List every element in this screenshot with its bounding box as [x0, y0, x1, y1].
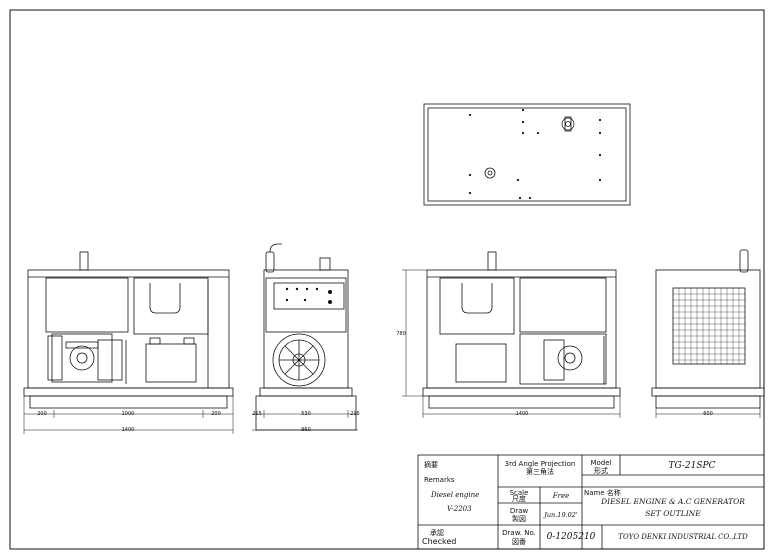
drawn-label-en: Draw — [509, 507, 529, 515]
name-line1: DIESEL ENGINE & A.C GENERATOR — [601, 497, 745, 506]
dim-side-left-2: 1000 — [121, 411, 135, 417]
model-label-jp: 形式 — [594, 467, 608, 475]
rear-view-dims — [655, 408, 761, 418]
dim-front-2: 530 — [301, 411, 311, 417]
dim-front-total: 960 — [301, 427, 311, 433]
side-view-right-dims — [402, 269, 621, 418]
side-view-left-dims — [23, 396, 234, 434]
remarks-en: Remarks — [424, 476, 455, 484]
remarks-jp: 摘要 — [424, 461, 438, 469]
name-line2: SET OUTLINE — [645, 509, 701, 518]
engine-model: V-2203 — [447, 505, 472, 513]
checked-label-en: Checked — [422, 537, 457, 546]
drawing-no-label-en: Draw. No. — [502, 529, 536, 537]
scale-value: Free — [552, 492, 570, 500]
model-value: TG-21SPC — [668, 461, 716, 471]
model-label-en: Model — [590, 459, 612, 467]
drawing-no-label-jp: 図番 — [512, 538, 526, 546]
projection-label-jp: 第三角法 — [526, 468, 554, 476]
dim-side-left-3: 200 — [211, 411, 221, 417]
dim-end-total: 600 — [703, 411, 713, 417]
radiator-grid — [673, 288, 745, 364]
top-view — [423, 103, 631, 206]
side-view-right — [422, 251, 621, 409]
front-view-dims — [252, 410, 358, 431]
dim-front-3: 215 — [350, 411, 360, 417]
name-label: Name 名称 — [584, 489, 621, 497]
checked-label-jp: 承認 — [430, 529, 444, 537]
title-block-lines — [417, 454, 765, 550]
dim-rear-total: 1400 — [515, 411, 529, 417]
dim-height: 780 — [396, 331, 406, 337]
drawn-date: Jun.19.02' — [544, 511, 578, 519]
side-view-left — [23, 251, 234, 409]
rear-view — [651, 249, 765, 409]
top-view-bolts — [468, 108, 602, 200]
projection-label-en: 3rd Angle Projection — [504, 460, 576, 468]
dim-side-left-1: 200 — [37, 411, 47, 417]
drawing-no: 0-1205210 — [546, 532, 596, 542]
drawn-label-jp: 製図 — [512, 515, 526, 523]
scale-label-jp: 尺度 — [512, 495, 526, 503]
engine-label: Diesel engine — [431, 491, 480, 499]
dim-front-1: 215 — [252, 411, 262, 417]
front-view — [255, 243, 357, 431]
dim-side-left-total: 1400 — [121, 427, 135, 433]
scale-label-en: Scale — [509, 489, 529, 497]
drawing-border — [9, 9, 765, 550]
company-name: TOYO DENKI INDUSTRIAL CO.,LTD — [618, 533, 748, 541]
front-view-panel-dots — [285, 287, 332, 304]
